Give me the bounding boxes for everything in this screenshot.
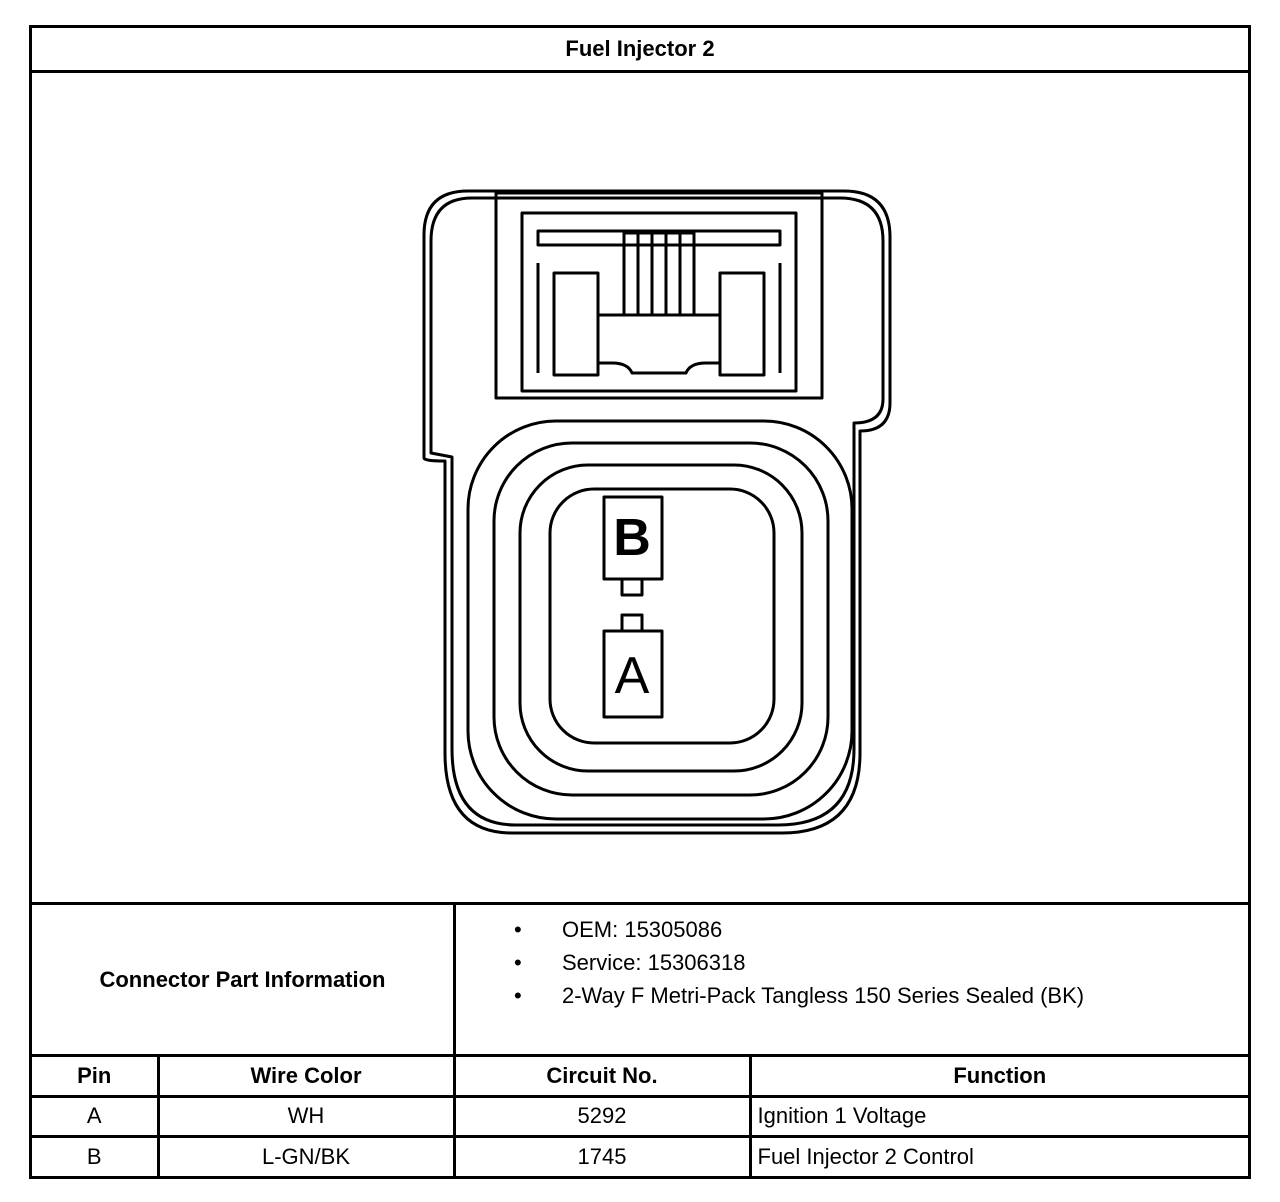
header-wire-color: Wire Color <box>156 1057 456 1098</box>
connector-drawing: B A <box>422 189 892 835</box>
header-circuit-no: Circuit No. <box>452 1057 752 1098</box>
cell-wire-color: WH <box>156 1094 456 1139</box>
cell-circuit-no: 1745 <box>452 1135 752 1176</box>
bullet-icon: • <box>514 983 522 1008</box>
cavity-a <box>602 629 664 719</box>
cell-function: Ignition 1 Voltage <box>748 1094 1248 1139</box>
housing-inner-outline <box>429 196 885 827</box>
latch-frame-inner <box>520 211 798 393</box>
cell-function: Fuel Injector 2 Control <box>748 1135 1248 1176</box>
bullet-icon: • <box>514 917 522 942</box>
seal-ring-outer <box>466 419 854 821</box>
latch-arm-left <box>552 271 600 377</box>
table-row: B L-GN/BK 1745 Fuel Injector 2 Control <box>32 1135 1248 1176</box>
part-info-description: •2-Way F Metri-Pack Tangless 150 Series … <box>456 979 1248 1012</box>
table-row: A WH 5292 Ignition 1 Voltage <box>32 1094 1248 1139</box>
housing-outline <box>422 189 892 835</box>
latch-arm-right <box>718 271 766 377</box>
cell-pin: A <box>32 1094 160 1139</box>
part-info-label: Connector Part Information <box>32 905 456 1054</box>
pin-label-a: A <box>615 647 650 705</box>
cell-wire-color: L-GN/BK <box>156 1135 456 1176</box>
pin-label-b: B <box>613 509 651 567</box>
cell-pin: B <box>32 1135 160 1176</box>
latch-tab <box>622 231 696 317</box>
pin-table-header: Pin Wire Color Circuit No. Function <box>32 1057 1248 1098</box>
connector-part-info: Connector Part Information •OEM: 1530508… <box>32 905 1248 1057</box>
header-pin: Pin <box>32 1057 160 1098</box>
bullet-icon: • <box>514 950 522 975</box>
mating-face <box>548 487 776 745</box>
pin-table: Pin Wire Color Circuit No. Function A WH… <box>32 1057 1248 1176</box>
latch-rail <box>536 229 782 247</box>
cavity-b-key <box>620 577 644 597</box>
seal-ring-inner <box>518 463 804 773</box>
header-function: Function <box>748 1057 1248 1098</box>
part-info-oem: •OEM: 15305086 <box>456 913 1248 946</box>
part-info-list: •OEM: 15305086 •Service: 15306318 •2-Way… <box>456 905 1248 1062</box>
seal-ring-middle <box>492 441 830 797</box>
connector-diagram-area: B A <box>32 73 1248 905</box>
part-info-service: •Service: 15306318 <box>456 946 1248 979</box>
latch-frame-outer <box>494 191 824 400</box>
cell-circuit-no: 5292 <box>452 1094 752 1139</box>
connector-end-view-frame: Fuel Injector 2 <box>29 25 1251 1179</box>
diagram-title: Fuel Injector 2 <box>32 28 1248 73</box>
cavity-a-key <box>620 613 644 633</box>
